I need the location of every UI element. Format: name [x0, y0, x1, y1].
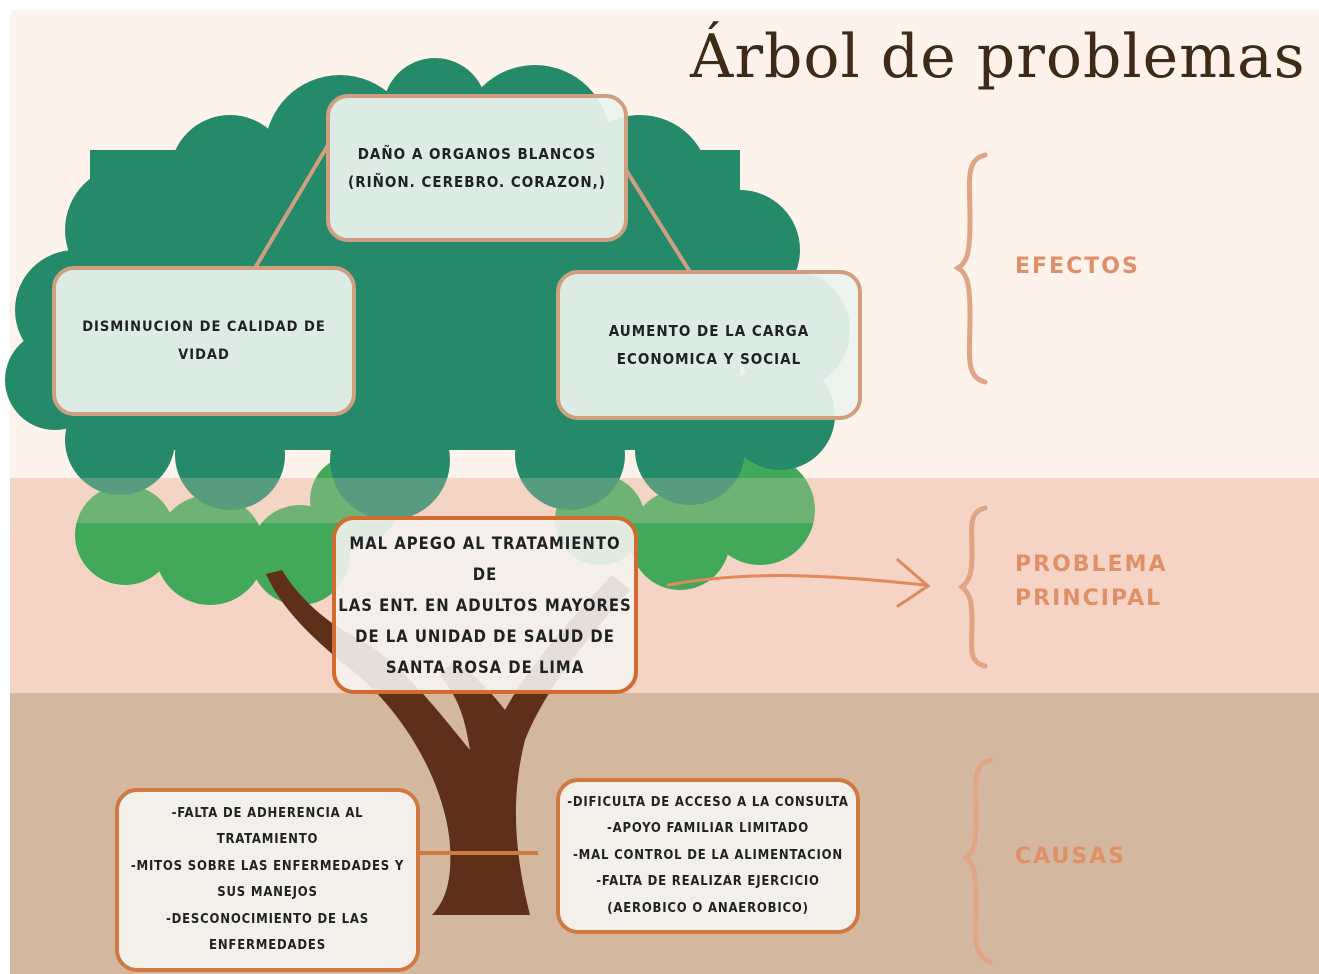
main-problem-label: PROBLEMA PRINCIPAL — [1015, 552, 1168, 611]
section-braces — [953, 152, 993, 965]
effect-right-box: AUMENTO DE LA CARGA ECONOMICA Y SOCIAL — [556, 270, 862, 420]
main-problem-arrow — [666, 558, 931, 608]
effect-top-box: DAÑO A ORGANOS BLANCOS (RIÑON. CEREBRO. … — [326, 94, 628, 242]
main-problem-brace — [958, 505, 988, 669]
cause-left-box: -FALTA DE ADHERENCIA AL TRATAMIENTO -MIT… — [115, 788, 420, 972]
canopy-fade — [10, 478, 870, 523]
page-title: Árbol de problemas — [690, 22, 1306, 92]
causes-brace — [961, 757, 993, 965]
cause-right-box: -DIFICULTA DE ACCESO A LA CONSULTA -APOY… — [556, 778, 860, 934]
causes-label: CAUSAS — [1015, 844, 1127, 869]
effects-brace — [953, 152, 988, 385]
effects-label: EFECTOS — [1015, 254, 1140, 279]
connector-lines — [253, 143, 692, 274]
main-problem-box: MAL APEGO AL TRATAMIENTO DE LAS ENT. EN … — [332, 516, 638, 694]
effect-left-box: DISMINUCION DE CALIDAD DE VIDAD — [52, 266, 356, 416]
